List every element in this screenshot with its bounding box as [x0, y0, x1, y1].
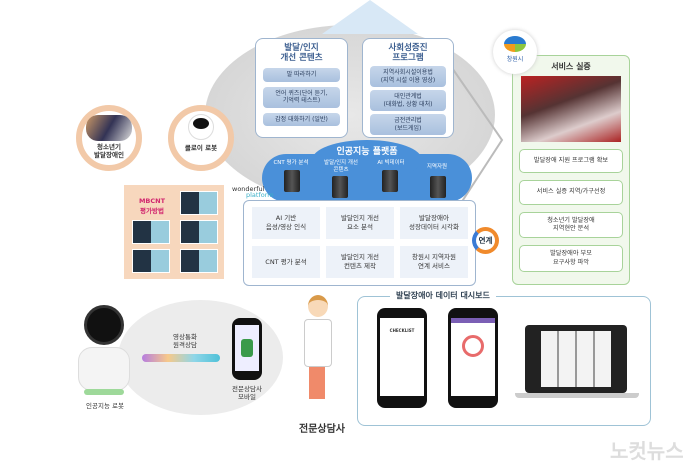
dashboard-box [357, 296, 651, 426]
social-program-item: 대인관계법 (대화법, 상황 대처) [370, 90, 446, 112]
social-program-item: 금전관리법 (보드게임) [370, 114, 446, 136]
platform-title: 인공지능 플랫폼 [336, 147, 398, 157]
robot-circle: 클로이 로봇 [168, 105, 234, 171]
server-icon [382, 170, 398, 192]
counselor-mobile-icon [232, 318, 262, 380]
call-label: 영상통화 원격상담 [173, 333, 197, 350]
service-item: 청소년기 발달장애 지역현안 분석 [519, 211, 623, 239]
dev-content-item: 감정 대화하기 (일반) [263, 112, 340, 127]
service-item: 발달장애아 부모 요구사항 파악 [519, 245, 623, 273]
server-label: CNT 평가 분석 [273, 160, 309, 166]
wonderful-platform-logo: wonderful platform [232, 185, 274, 199]
right-chevron-arrow [449, 64, 504, 221]
feature-cell: CNT 평가 분석 [252, 246, 320, 278]
server-icon [284, 170, 300, 192]
feature-cell: 발달장애아 성장데이터 시각화 [400, 207, 468, 239]
service-item: 발달장애 지원 프로그램 확보 [519, 149, 623, 174]
checklist-heading: CHECKLIST [389, 328, 415, 333]
dev-content-title: 발달/인지 개선 콘텐츠 [280, 43, 323, 64]
changwon-logo: 창원시 [493, 30, 537, 74]
mbcnt-thumb [132, 220, 170, 244]
logo-text: wonderful [232, 185, 265, 193]
mbcnt-thumb [180, 249, 218, 273]
mbcnt-box: MBCNT 평가방법 [124, 185, 224, 279]
link-label: 연계 [478, 236, 493, 245]
server-icon [332, 176, 348, 198]
server-label: AI 빅데이터 [377, 160, 405, 166]
mobile-label: 전문상담사 모바일 [232, 385, 262, 402]
dev-content-box: 발달/인지 개선 콘텐츠 말 따라하기 언어 퀴즈(단어 듣기, 기억력 테스트… [255, 38, 348, 138]
feature-cell: 발달인지 개선 컨텐츠 제작 [326, 246, 394, 278]
service-title: 서비스 실증 [551, 62, 591, 71]
counselor-label: 전문상담사 [299, 424, 345, 435]
city-name: 창원시 [506, 56, 524, 63]
laptop-icon [525, 325, 627, 393]
youth-circle: 청소년기 발달장애인 [76, 105, 142, 171]
mbcnt-thumb [180, 191, 218, 215]
social-program-box: 사회성증진 프로그램 지역사회시설이용법 (지역 시설 이용 영상) 대인관계법… [362, 38, 454, 138]
robot-label: 클로이 로봇 [184, 144, 218, 152]
ai-platform-cloud: 인공지능 플랫폼 CNT 평가 분석 발달/인지 개선 콘텐츠 AI 빅데이터 … [262, 140, 472, 202]
mbcnt-thumb [180, 220, 218, 244]
checklist-phone: CHECKLIST [377, 308, 427, 408]
dashboard-title: 발달장애아 데이터 대시보드 [390, 290, 496, 301]
link-badge: 연계 [472, 227, 499, 254]
social-program-item: 지역사회시설이용법 (지역 시설 이용 영상) [370, 66, 446, 88]
dev-content-item: 말 따라하기 [263, 68, 340, 82]
cloi-robot-icon [188, 114, 214, 140]
youth-label: 청소년기 발달장애인 [94, 143, 124, 160]
mbcnt-title: MBCNT 평가방법 [138, 197, 166, 215]
watermark: 노컷뉴스 [610, 439, 684, 463]
social-program-title: 사회성증진 프로그램 [388, 43, 428, 64]
counselor-icon [298, 295, 342, 407]
sound-wave-icon [142, 354, 220, 362]
youth-photo [86, 115, 132, 141]
dev-content-item: 언어 퀴즈(단어 듣기, 기억력 테스트) [263, 86, 340, 108]
feature-cell: AI 기반 음성/영상 인식 [252, 207, 320, 239]
service-panel: 서비스 실증 발달장애 지원 프로그램 확보 서비스 실증 지역/가구선정 청소… [512, 55, 630, 285]
up-arrow [322, 0, 418, 34]
ai-robot-icon [78, 305, 130, 400]
server-label: 발달/인지 개선 콘텐츠 [324, 160, 358, 173]
feature-cell: 발달인지 개선 요소 분석 [326, 207, 394, 239]
stats-phone [448, 308, 498, 408]
service-photo [521, 76, 621, 142]
laptop-base [515, 393, 639, 398]
server-label: 지역자원 [426, 164, 448, 170]
logo-text: platform [246, 190, 274, 199]
ai-robot-label: 인공지능 로봇 [86, 402, 124, 410]
mbcnt-thumb [132, 249, 170, 273]
feature-grid: AI 기반 음성/영상 인식 발달인지 개선 요소 분석 발달장애아 성장데이터… [243, 200, 476, 286]
feature-cell: 창원시 지역자원 연계 서비스 [400, 246, 468, 278]
service-item: 서비스 실증 지역/가구선정 [519, 180, 623, 205]
server-icon [430, 176, 446, 198]
